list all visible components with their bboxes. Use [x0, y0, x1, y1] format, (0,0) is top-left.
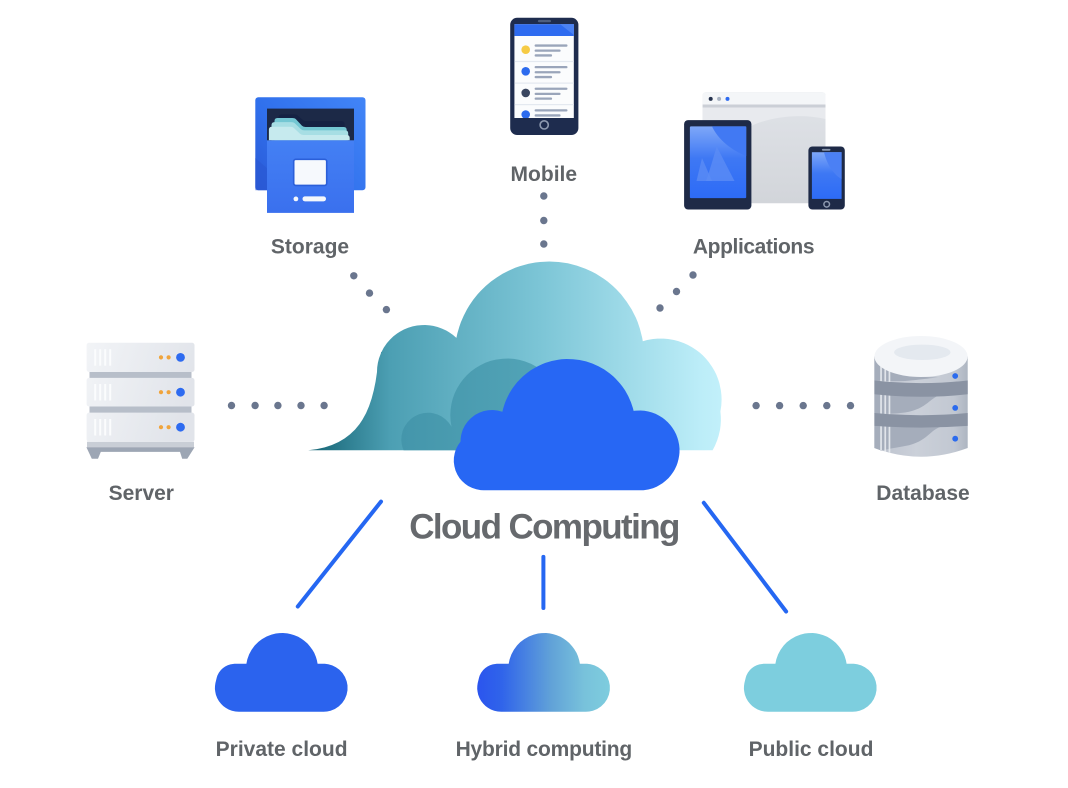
svg-text:Storage: Storage	[271, 236, 349, 259]
svg-text:Public cloud: Public cloud	[749, 738, 874, 761]
svg-text:Server: Server	[109, 482, 174, 505]
svg-text:Mobile: Mobile	[511, 163, 578, 186]
svg-text:Private cloud: Private cloud	[216, 738, 348, 761]
svg-text:Hybrid computing: Hybrid computing	[456, 738, 632, 761]
svg-text:Applications: Applications	[693, 236, 814, 259]
svg-text:Cloud Computing: Cloud Computing	[409, 508, 679, 547]
svg-text:Database: Database	[876, 482, 969, 505]
